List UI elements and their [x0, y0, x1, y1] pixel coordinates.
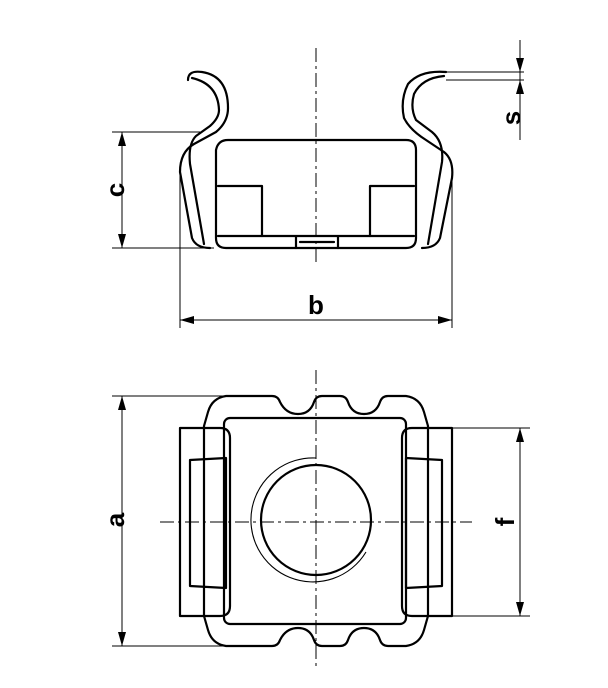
- c-arrow-top: [118, 132, 126, 146]
- cage-outer-frame: [202, 394, 430, 648]
- left-clip-inner: [188, 76, 221, 246]
- right-clip-inner: [411, 74, 446, 246]
- a-arrow-top: [118, 396, 126, 410]
- nut-left-step: [216, 184, 264, 238]
- thread-arc: [250, 457, 367, 583]
- dimension-label-a: a: [100, 512, 130, 527]
- dimension-label-s: s: [496, 111, 526, 125]
- right-clip-wing: [401, 70, 454, 250]
- nut-body-outline: [214, 138, 418, 250]
- side-view: s c b: [100, 40, 526, 328]
- left-clip-wing: [178, 70, 230, 250]
- b-arrow-left: [180, 316, 194, 324]
- top-view: a f: [100, 370, 530, 670]
- right-tab-inner: [404, 456, 444, 590]
- f-arrow-bottom: [516, 602, 524, 616]
- dimension-label-b: b: [308, 290, 324, 320]
- nut-right-step: [368, 184, 416, 238]
- s-arrow-top: [516, 58, 524, 72]
- dimension-label-c: c: [100, 183, 130, 197]
- a-arrow-bottom: [118, 632, 126, 646]
- dimension-label-f: f: [490, 517, 520, 526]
- b-arrow-right: [438, 316, 452, 324]
- nut-pilot: [260, 234, 372, 250]
- s-arrow-bottom: [516, 80, 524, 94]
- f-arrow-top: [516, 428, 524, 442]
- c-arrow-bottom: [118, 234, 126, 248]
- left-tab-outer: [178, 426, 232, 618]
- left-tab-inner: [188, 456, 228, 590]
- threaded-hole: [259, 463, 373, 577]
- right-tab-outer: [400, 426, 454, 618]
